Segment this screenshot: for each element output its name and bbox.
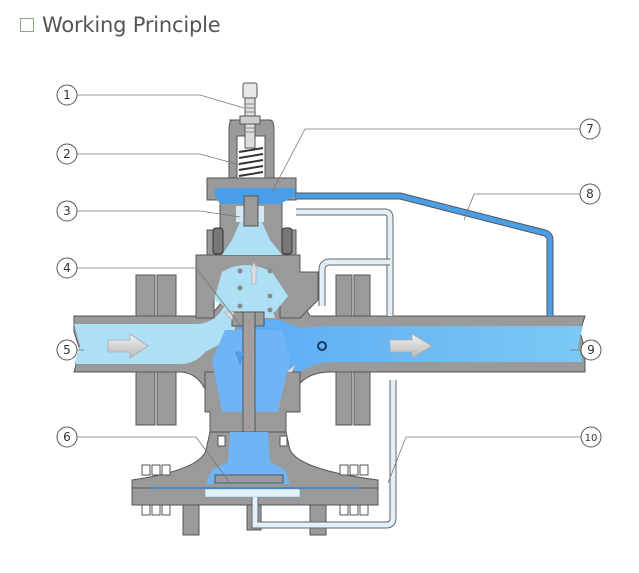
supply-fluid <box>296 209 393 316</box>
side-bolts <box>212 227 293 255</box>
svg-text:2: 2 <box>63 147 71 161</box>
pressure-port-marker <box>317 341 327 351</box>
diaphragm-fluid <box>206 432 290 484</box>
outlet-flow-arrow <box>389 333 433 359</box>
inlet-flow-arrow <box>107 333 149 359</box>
outlet-chamber-arrow <box>285 363 297 373</box>
diaphragm-plate <box>214 474 284 484</box>
svg-text:10: 10 <box>585 433 598 444</box>
callout-9: 9 <box>570 339 602 361</box>
svg-text:4: 4 <box>63 261 71 275</box>
callouts: 1 2 3 4 5 6 7 <box>56 84 602 484</box>
callout-1: 1 <box>56 84 245 109</box>
svg-text:6: 6 <box>63 430 71 444</box>
callout-8: 8 <box>463 183 601 221</box>
pilot-sensing-fluid <box>296 193 553 316</box>
callout-6: 6 <box>56 426 231 484</box>
lock-nut <box>239 115 261 125</box>
screw-head <box>242 82 258 99</box>
section-header: Working Principle <box>20 13 221 37</box>
pilot-outlet-fluid <box>222 222 282 255</box>
square-outline-icon <box>20 18 34 32</box>
upper-chamber-fluid <box>214 265 288 312</box>
svg-text:3: 3 <box>63 204 71 218</box>
upper-chamber-arrow <box>249 261 259 285</box>
callout-5: 5 <box>56 339 84 361</box>
diaphragm-supply-fluid <box>252 380 396 528</box>
outlet-fluid <box>212 320 583 410</box>
page-title: Working Principle <box>42 13 221 37</box>
svg-text:8: 8 <box>586 187 594 201</box>
svg-text:5: 5 <box>63 343 71 357</box>
svg-text:9: 9 <box>587 343 595 357</box>
down-flow-arrow <box>235 351 245 365</box>
bolts <box>141 435 369 516</box>
strainer-dots <box>237 268 273 313</box>
upper-chamber-fluid-line <box>319 259 390 306</box>
callout-3: 3 <box>56 200 241 222</box>
callout-2: 2 <box>56 143 241 166</box>
pilot-valve-plug <box>243 195 259 227</box>
callout-10: 10 <box>387 426 602 484</box>
callout-7: 7 <box>271 118 601 193</box>
diaphragm-lower-chamber <box>204 488 301 498</box>
pilot-spring <box>238 147 264 177</box>
svg-text:7: 7 <box>586 122 594 136</box>
callout-4: 4 <box>56 257 241 326</box>
svg-text:1: 1 <box>63 88 71 102</box>
